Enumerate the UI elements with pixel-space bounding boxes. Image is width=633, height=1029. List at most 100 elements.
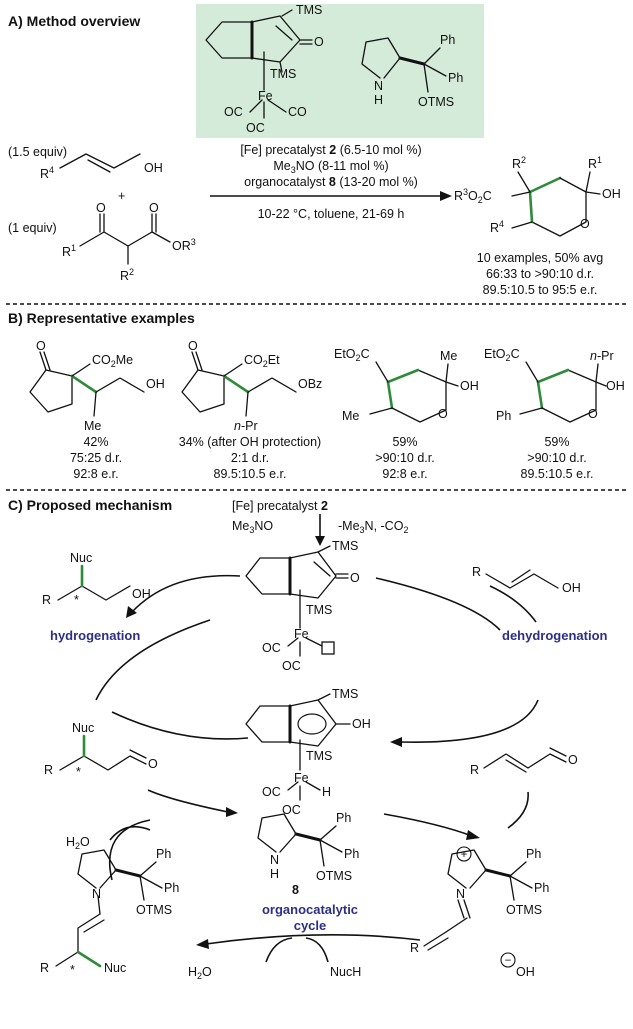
iminium-charge-circle [456,846,472,862]
arrowhead-hydride [390,737,402,747]
section-b-title: B) Representative examples [8,310,195,326]
hydroxide-oh: OH [516,965,535,979]
organocatalyst-structure [361,37,447,93]
ex1-ester: CO2Me [92,353,133,369]
fe-unsaturated-structure [245,545,349,657]
arrow-cat-to-iminium [383,813,473,837]
ex1-me: Me [84,419,101,433]
nuch: NucH [330,965,361,979]
product-structure [511,171,601,237]
ex2-yield: 34% (after OH protection) [179,435,321,449]
fe1-oc-left: OC [262,641,281,655]
enamine-r: R [40,961,49,975]
condition-line-4: 10-22 °C, toluene, 21-69 h [258,207,405,221]
ex3-er: 92:8 e.r. [382,467,427,481]
ex2-ester: CO2Et [244,353,280,369]
cat8-ph2: Ph [344,847,359,861]
arrow-fe-right [375,577,501,631]
fe2-tms-top: TMS [332,687,358,701]
enamine-ph2: Ph [164,881,179,895]
summary-er: 89.5:10.5 to 95:5 e.r. [483,283,598,297]
cat8-label: 8 [292,883,299,897]
arrow-dehydrogenation-curl [489,585,537,623]
final-nuc: Nuc [70,551,92,565]
ex4-ph: Ph [496,409,511,423]
ex4-ring-o: O [588,407,598,421]
ex1-o: O [36,339,46,353]
mech-byproducts: -Me3N, -CO2 [338,519,408,535]
enamine-n: N [92,887,101,901]
reagent2-equiv: (1 equiv) [8,221,57,235]
summary-dr: 66:33 to >90:10 d.r. [486,267,594,281]
fe2-oc-left: OC [262,785,281,799]
ex3-oh: OH [460,379,479,393]
ald-star: * [76,765,81,779]
fe2-tms-bottom: TMS [306,749,332,763]
ex2-o: O [188,339,198,353]
fe2-oc-bottom: OC [282,803,301,817]
enamine-nuc: Nuc [104,961,126,975]
ald-o: O [148,757,158,771]
precat-ketone-o: O [314,35,324,49]
summary-examples: 10 examples, 50% avg [477,251,604,265]
arrowhead-iminium [466,830,480,840]
fe2-oh: OH [352,717,371,731]
iminium-r: R [410,941,419,955]
allyl-oh: OH [562,581,581,595]
example-2-structure [181,351,297,417]
ex1-er: 92:8 e.r. [73,467,118,481]
product-r2: R2 [512,155,526,171]
allyl-r: R [472,565,481,579]
enal-r: R [470,763,479,777]
ex3-ring-o: O [438,407,448,421]
reagent1-equiv: (1.5 equiv) [8,145,67,159]
allylic-alcohol-structure [59,153,141,173]
ald-r: R [44,763,53,777]
ex4-yield: 59% [544,435,569,449]
enamine-star: * [70,963,75,977]
final-r: R [42,593,51,607]
ex3-me-top: Me [440,349,457,363]
iminium-otms: OTMS [506,903,542,917]
iron-precatalyst-structure [205,9,313,119]
enal-o: O [568,753,578,767]
example-1-structure [29,351,145,417]
condition-line-2: Me3NO (8-11 mol %) [273,159,388,175]
cat8-h: H [270,867,279,881]
product-ester: R3O2C [454,187,492,205]
hydroxide-charge-circle [500,952,516,968]
hydroxide-minus: − [505,955,512,967]
cycle-label: cycle [294,918,327,933]
precat-tms-bottom: TMS [270,67,296,81]
arrow-aldehyde-up [95,619,211,701]
arrow-nuch-enter [305,937,329,963]
product-oh: OH [602,187,621,201]
arrow-to-hydrogenation [131,574,241,613]
precat-oc-left: OC [224,105,243,119]
ex4-oh: OH [606,379,625,393]
ketoester-structure [79,213,171,265]
cat8-ph1: Ph [336,811,351,825]
fe1-o: O [350,571,360,585]
ex2-npr: n-Pr [234,419,258,433]
arrow-aldehyde-to-cat [147,789,229,813]
cat8-n: N [270,853,279,867]
enamine-otms: OTMS [136,903,172,917]
organocatalytic-label: organocatalytic [262,902,358,917]
fe2-fe: Fe [294,771,309,785]
ex3-dr: >90:10 d.r. [375,451,434,465]
organo-ph2: Ph [448,71,463,85]
arrowhead-hydrogenation [126,606,137,618]
precat-tms-top: TMS [296,3,322,17]
enamine-ph1: Ph [156,847,171,861]
final-oh: OH [132,587,151,601]
product-r4: R4 [490,219,504,235]
ex4-dr: >90:10 d.r. [527,451,586,465]
condition-line-3: organocatalyst 8 (13-20 mol %) [244,175,418,189]
ex3-me: Me [342,409,359,423]
precat-co-right: CO [288,105,307,119]
example-4-structure [519,361,607,423]
fe1-tms-bottom: TMS [306,603,332,617]
dehydrogenation-label: dehydrogenation [502,628,608,643]
organocatalyst-8-structure [257,813,343,867]
